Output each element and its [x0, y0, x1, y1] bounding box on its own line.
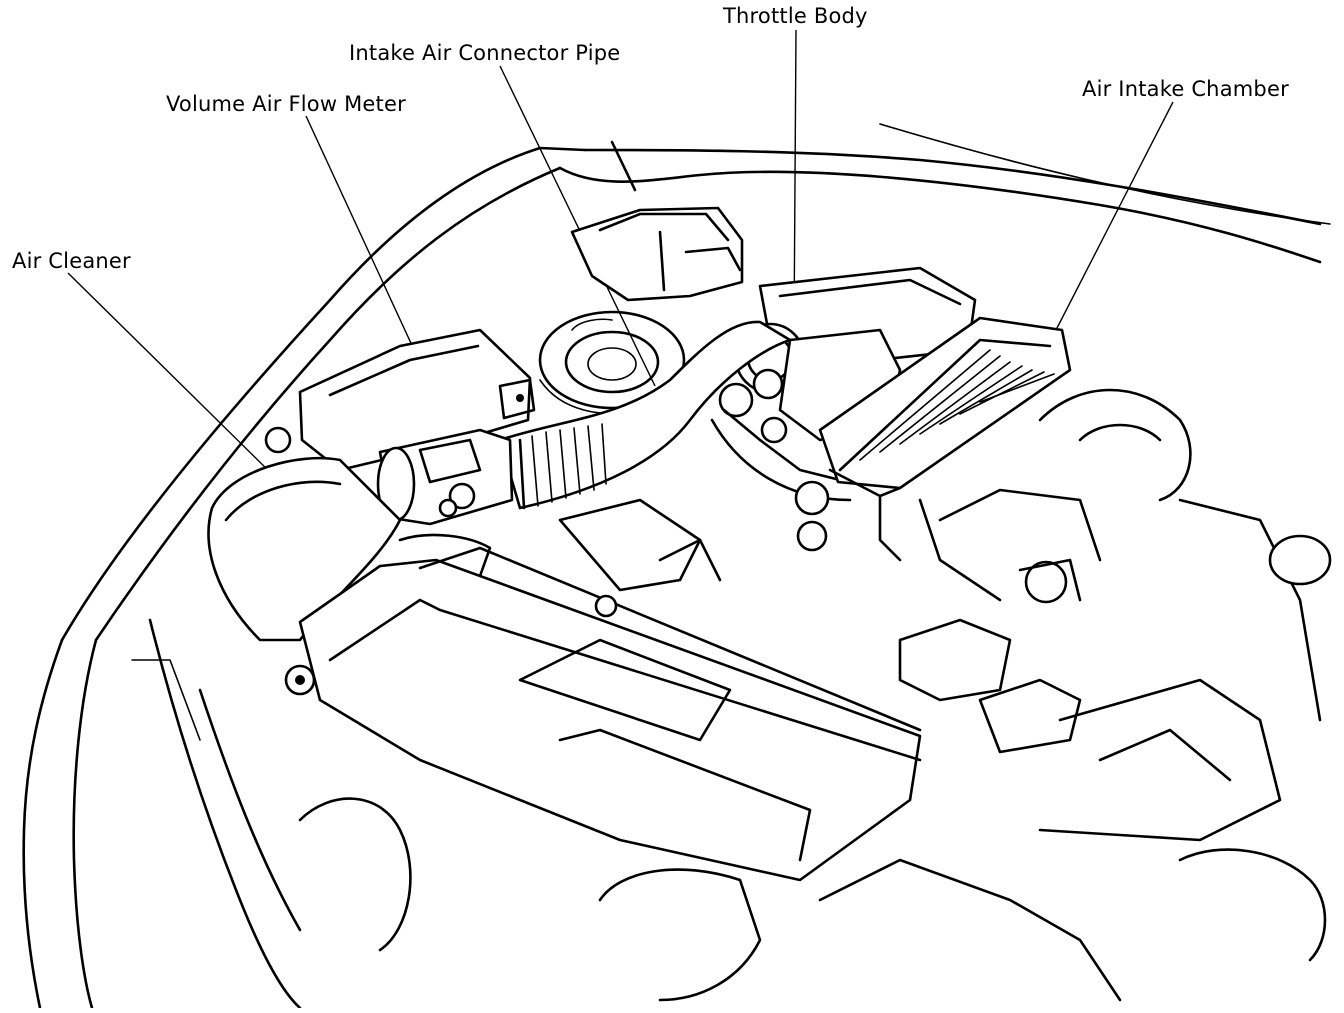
leader-intake-air-connector-pipe: [499, 65, 656, 387]
leader-air-cleaner: [67, 272, 277, 479]
label-throttle-body: Throttle Body: [723, 4, 868, 28]
leader-air-intake-chamber: [1055, 101, 1174, 331]
body-outline: [22, 123, 1331, 1010]
volume-air-flow-meter: [376, 428, 514, 526]
label-volume-air-flow-meter: Volume Air Flow Meter: [166, 92, 406, 116]
air-intake-chamber: [818, 316, 1072, 562]
label-intake-air-connector-pipe: Intake Air Connector Pipe: [349, 41, 621, 65]
engine-components: [298, 388, 1332, 1002]
intake-air-connector-pipe: [498, 320, 792, 510]
relay-box: [570, 206, 744, 302]
air-cleaner: [207, 426, 922, 882]
label-air-intake-chamber: Air Intake Chamber: [1082, 77, 1289, 101]
label-air-cleaner: Air Cleaner: [12, 249, 131, 273]
